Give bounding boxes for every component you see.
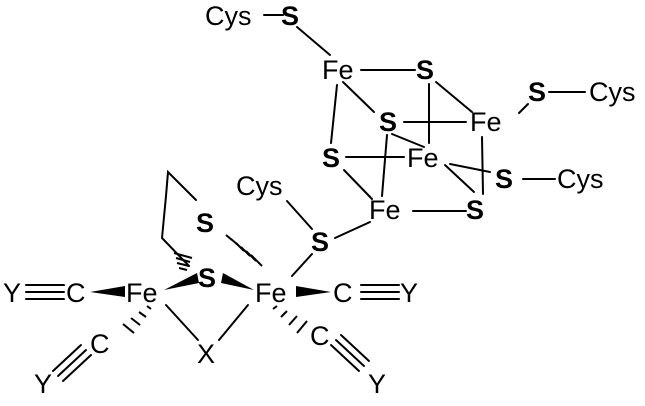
label-s-right-lower: S [495,164,513,194]
label-x: X [197,339,215,369]
label-y-right-low: Y [368,369,386,399]
label-s-cube-mid: S [379,107,397,137]
bond-propane-lower [160,195,190,267]
bond-fe-left-x [165,304,199,341]
label-y-left: Y [3,278,21,308]
wedge-fe-left-s [164,273,199,290]
label-s-bridge: S [311,227,329,257]
label-fe-top: Fe [322,55,354,85]
bond-s-bridge-fe-right [291,253,313,277]
wedge-fe-right-s [221,273,254,290]
bond-fe-bottom-s-bridge [334,221,371,239]
bond-fe-s-cube-mid [342,81,375,113]
bond-fe-mid-s-bottom [444,164,475,193]
label-c-right: C [333,278,353,308]
cluster-labels: Cys S Fe S S Cys S Fe S Fe S Cys Fe S [205,1,636,225]
label-s-cube-top: S [416,55,434,85]
cluster-bonds [263,14,586,239]
triple-right-low-1 [330,344,360,372]
bond-fe-right-x [218,304,249,341]
label-c-right-low: C [310,321,330,351]
bond-propane-upper [165,169,197,201]
diiron-labels: S S Fe Fe X Y C C Y C Y C Y [3,208,418,399]
label-fe-right: Fe [470,107,502,137]
wedge-c-fe-left [90,286,125,297]
diiron-bonds [160,169,313,341]
bond-cys-s-bridge [286,200,313,230]
bond-s-fe-right [435,81,473,113]
label-s-cube-left: S [322,143,340,173]
label-cys-right-lower: Cys [557,164,604,194]
bond-fe-s-cube-left [330,84,338,144]
bond-fe-right-s-bottom [481,136,484,195]
triple-right-low-2 [335,339,365,367]
bond-s-mid-fe-bottom [381,134,388,197]
bond-fe-right-s-outer [518,103,529,114]
triple-bonds [25,284,400,382]
bridge-labels: Cys S [236,171,329,257]
bond-s-mid-fe-mid [391,133,425,148]
label-y-left-low: Y [34,369,52,399]
label-fe-left: Fe [126,278,158,308]
label-cys-top: Cys [205,1,252,31]
label-s-cube-bottom: S [466,195,484,225]
bond-s-fe-top [296,26,331,56]
hashed-bonds [122,234,308,334]
label-s-lower: S [198,263,216,293]
triple-left-low-1 [52,344,82,372]
label-fe-mid: Fe [407,143,439,173]
label-fe-bottom: Fe [369,195,401,225]
wedge-bonds [90,273,331,297]
triple-left-low-2 [57,349,87,377]
bond-fe-mid-s-lower [449,163,491,173]
label-cys-right: Cys [589,77,636,107]
label-y-right: Y [400,278,418,308]
label-s-upper: S [196,208,214,238]
label-s-right-outer: S [528,77,546,107]
label-fe-right-diiron: Fe [255,278,287,308]
triple-right-low-3 [340,334,370,362]
label-c-left: C [66,278,86,308]
label-c-left-low: C [90,329,110,359]
wedge-c-fe-right [296,286,331,297]
label-s-top: S [281,1,299,31]
bond-s-left-fe-bottom [343,169,373,200]
triple-left-low-3 [62,354,92,382]
label-cys-bridge: Cys [236,171,283,201]
